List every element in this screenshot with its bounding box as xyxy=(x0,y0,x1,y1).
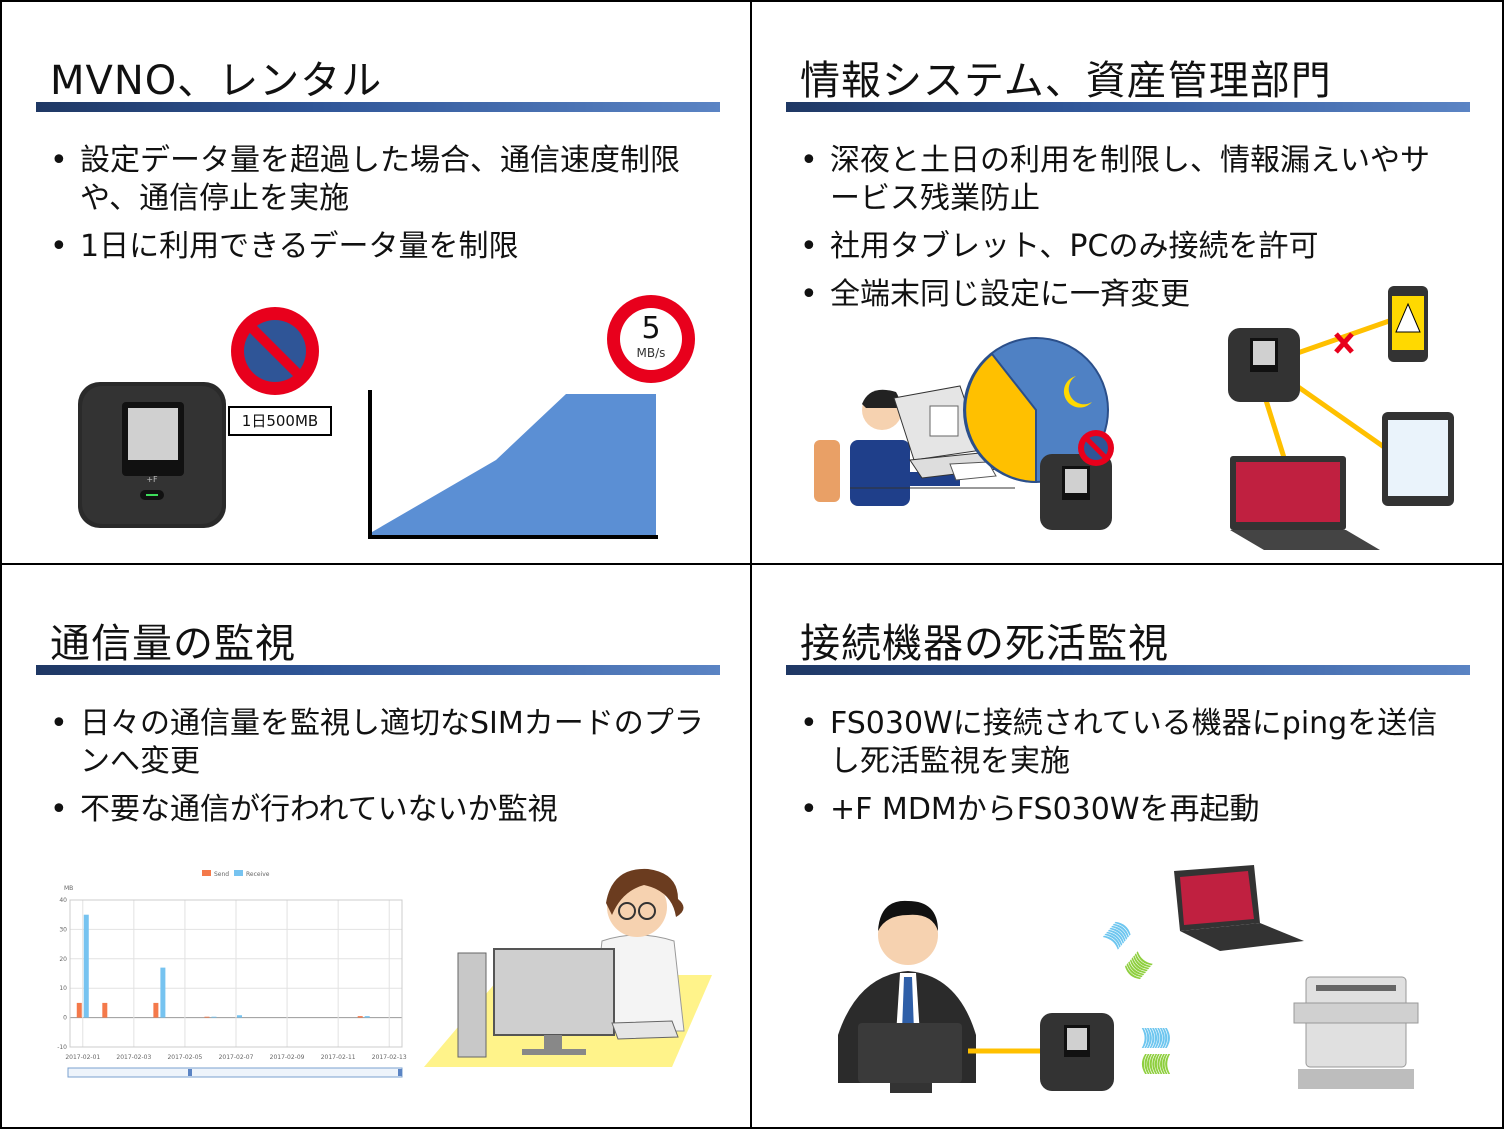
panel-rental: MVNO、レンタル 設定データ量を超過した場合、通信速度制限や、通信停止を実施 … xyxy=(0,0,752,565)
bar-receive xyxy=(83,914,89,1018)
y-tick-label: 20 xyxy=(59,956,67,963)
x-tick-label: 2017-02-09 xyxy=(270,1054,305,1061)
night-time-pie-icon xyxy=(963,337,1109,484)
panel-title: MVNO、レンタル xyxy=(50,58,383,104)
speed-value: 5 xyxy=(641,311,661,346)
bullet-item: 深夜と土日の利用を制限し、情報漏えいやサービス残業防止 xyxy=(800,142,1440,218)
panel-traffic: 通信量の監視 日々の通信量を監視し適切なSIMカードのプランへ変更 不要な通信が… xyxy=(0,563,752,1129)
bullet-item: 1日に利用できるデータ量を制限 xyxy=(50,228,710,266)
bullet-item: 全端末同じ設定に一斉変更 xyxy=(800,276,1440,314)
bullet-list: 日々の通信量を監視し適切なSIMカードのプランへ変更 不要な通信が行われていない… xyxy=(50,705,710,839)
panel-it-dept: 情報システム、資産管理部門 深夜と土日の利用を制限し、情報漏えいやサービス残業防… xyxy=(750,0,1504,565)
title-rule xyxy=(36,665,720,675)
router-device-icon: +F xyxy=(78,382,226,528)
bullet-item: 社用タブレット、PCのみ接続を許可 xyxy=(800,228,1440,266)
bar-receive xyxy=(237,1015,242,1018)
legend-swatch-send xyxy=(202,870,211,876)
title-rule xyxy=(786,665,1470,675)
x-tick-label: 2017-02-07 xyxy=(219,1054,254,1061)
bar-receive xyxy=(211,1016,217,1018)
plot-frame xyxy=(69,899,403,1048)
x-tick-label: 2017-02-01 xyxy=(65,1054,100,1061)
woman-at-computer-icon xyxy=(424,868,712,1067)
ping-monitoring-diagram xyxy=(838,865,1419,1093)
bullet-item: 不要な通信が行われていないか監視 xyxy=(50,791,710,829)
chart-range-scrollbar[interactable] xyxy=(67,1067,403,1078)
daily-limit-label: 1日500MB xyxy=(228,406,332,436)
y-tick-labels: 40 30 20 10 0 -10 xyxy=(57,897,67,1051)
speed-unit: MB/s xyxy=(636,346,666,360)
bar-send xyxy=(76,1002,82,1018)
panel-title: 情報システム、資産管理部門 xyxy=(800,58,1332,104)
bar-send xyxy=(102,1002,108,1018)
bullet-list: FS030Wに接続されている機器にpingを送信し死活監視を実施 +F MDMか… xyxy=(800,705,1450,839)
y-tick-label: 10 xyxy=(59,985,67,992)
x-tick-label: 2017-02-11 xyxy=(321,1054,356,1061)
legend-swatch-receive xyxy=(234,870,243,876)
y-tick-label: -10 xyxy=(57,1044,67,1051)
router-device-icon xyxy=(1040,430,1114,530)
scrollbar-handle-right[interactable] xyxy=(398,1069,402,1076)
y-tick-label: 40 xyxy=(59,897,67,904)
x-tick-label: 2017-02-05 xyxy=(167,1054,202,1061)
bullet-item: +F MDMからFS030Wを再起動 xyxy=(800,791,1450,829)
chart-legend: Send Receive xyxy=(202,870,270,878)
speed-limit-sign: 5 MB/s xyxy=(604,292,698,386)
y-tick-label: 30 xyxy=(59,926,67,933)
title-rule xyxy=(786,102,1470,112)
bullet-list: 設定データ量を超過した場合、通信速度制限や、通信停止を実施 1日に利用できるデー… xyxy=(50,142,710,276)
y-axis-label: MB xyxy=(64,885,73,892)
panel-alive-monitoring: 接続機器の死活監視 FS030Wに接続されている機器にpingを送信し死活監視を… xyxy=(750,563,1504,1129)
bar-send xyxy=(357,1016,363,1018)
speed-sign-icon xyxy=(607,295,695,383)
legend-label-receive: Receive xyxy=(246,871,270,878)
wifi-wave-icon: (((((((((( xyxy=(1140,1052,1172,1077)
bar-receive xyxy=(160,967,166,1018)
scrollbar-handle-left[interactable] xyxy=(188,1069,192,1076)
wifi-wave-icon: )))))))))) xyxy=(1140,1026,1172,1051)
bullet-item: FS030Wに接続されている機器にpingを送信し死活監視を実施 xyxy=(800,705,1450,781)
prohibited-icon xyxy=(231,307,319,395)
panel-title: 通信量の監視 xyxy=(50,621,296,667)
bullet-item: 設定データ量を超過した場合、通信速度制限や、通信停止を実施 xyxy=(50,142,710,218)
device-network-diagram xyxy=(1228,286,1454,550)
x-tick-labels: 2017-02-01 2017-02-03 2017-02-05 2017-02-07… xyxy=(65,1054,407,1061)
x-tick-label: 2017-02-13 xyxy=(372,1054,407,1061)
speed-throttle-graph xyxy=(368,390,658,539)
y-tick-label: 0 xyxy=(63,1015,67,1022)
legend-label-send: Send xyxy=(214,871,229,878)
x-tick-label: 2017-02-03 xyxy=(116,1054,151,1061)
bar-send xyxy=(204,1016,210,1018)
bar-send xyxy=(153,1002,159,1018)
panel-title: 接続機器の死活監視 xyxy=(800,621,1169,667)
bullet-item: 日々の通信量を監視し適切なSIMカードのプランへ変更 xyxy=(50,705,710,781)
chart-bars xyxy=(76,914,370,1018)
bar-receive xyxy=(364,1016,370,1018)
chart-grid xyxy=(69,899,403,1048)
bullet-list: 深夜と土日の利用を制限し、情報漏えいやサービス残業防止 社用タブレット、PCのみ… xyxy=(800,142,1440,324)
svg-text:+F: +F xyxy=(146,475,158,484)
title-rule xyxy=(36,102,720,112)
